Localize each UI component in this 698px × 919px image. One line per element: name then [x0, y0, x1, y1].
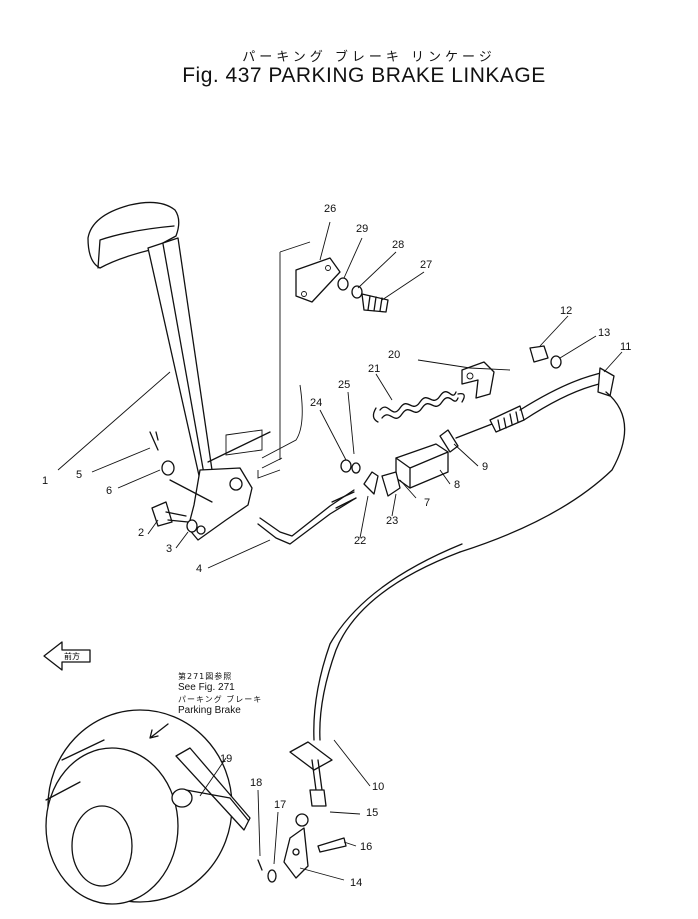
callout-15: 15 — [366, 807, 379, 819]
reference-name: Parking Brake — [178, 704, 241, 716]
callout-26: 26 — [324, 203, 337, 215]
callout-17: 17 — [274, 799, 287, 811]
callout-29: 29 — [356, 223, 369, 235]
figure-title: Fig. 437 PARKING BRAKE LINKAGE — [182, 64, 546, 87]
callout-8: 8 — [454, 479, 461, 491]
callout-5: 5 — [76, 469, 83, 481]
callout-1: 1 — [42, 475, 49, 487]
callout-2: 2 — [138, 527, 145, 539]
callout-9: 9 — [482, 461, 489, 473]
callout-22: 22 — [354, 535, 367, 547]
brake-drum — [45, 709, 233, 905]
callout-27: 27 — [420, 259, 433, 271]
cover-plate — [295, 257, 341, 303]
callout-20: 20 — [388, 349, 401, 361]
front-direction-arrow — [43, 641, 91, 671]
callout-6: 6 — [106, 485, 113, 497]
callout-28: 28 — [392, 239, 405, 251]
callout-16: 16 — [360, 841, 373, 853]
title-japanese: パーキング ブレーキ リンケージ — [242, 50, 496, 65]
callout-12: 12 — [560, 305, 573, 317]
callout-10: 10 — [372, 781, 385, 793]
callout-24: 24 — [310, 397, 323, 409]
callout-14: 14 — [350, 877, 363, 889]
callout-4: 4 — [196, 563, 203, 575]
callout-13: 13 — [598, 327, 611, 339]
reference-note: 第271図参照 See Fig. 271 パーキング ブレーキ Parking … — [178, 672, 262, 717]
callout-21: 21 — [368, 363, 381, 375]
front-label: 前方 — [64, 652, 80, 661]
callout-25: 25 — [338, 379, 351, 391]
callout-11: 11 — [620, 341, 632, 353]
callout-23: 23 — [386, 515, 399, 527]
reference-jp-sub: パーキング ブレーキ — [178, 694, 263, 704]
reference-see-line: See Fig. 271 — [178, 682, 235, 693]
callout-7: 7 — [424, 497, 431, 509]
callout-3: 3 — [166, 543, 173, 555]
parking-brake-lever — [87, 201, 271, 541]
reference-jp-line: 第271図参照 — [178, 672, 233, 681]
callout-19: 19 — [220, 753, 233, 765]
return-spring — [372, 391, 465, 423]
callout-18: 18 — [250, 777, 263, 789]
